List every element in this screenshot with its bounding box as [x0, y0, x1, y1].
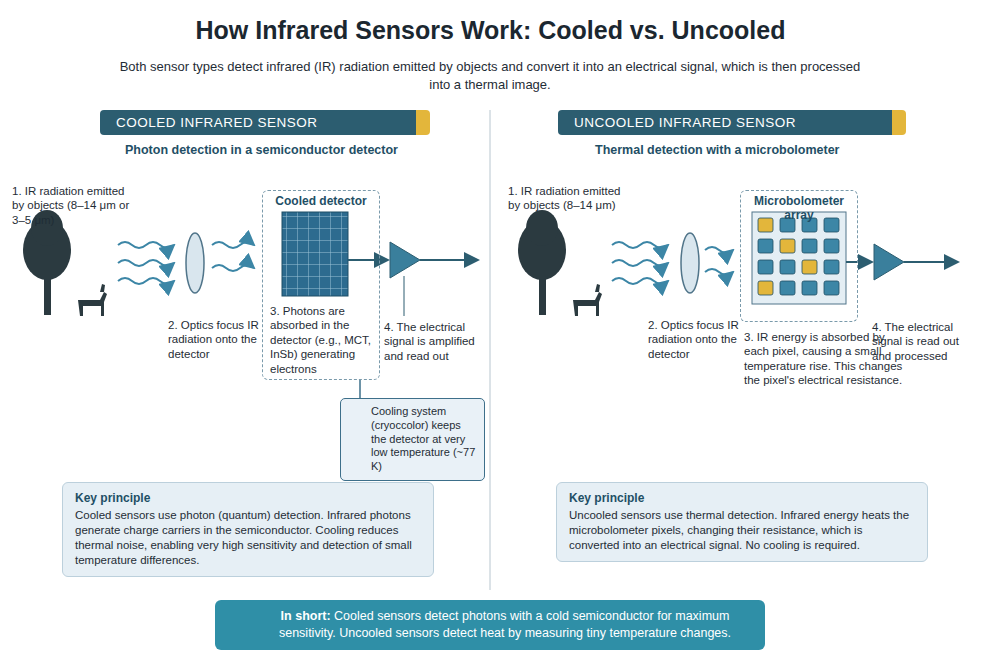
node-body: Uncooled sensors use thermal detection. …	[569, 508, 915, 553]
cooling-box: Cooling system (cryoccolor) keeps the de…	[340, 398, 485, 481]
node-heading: Key principle	[569, 491, 915, 505]
step-label: 1. IR radiation emitted by objects (8–14…	[508, 184, 626, 213]
principle-box: Key principleUncooled sensors use therma…	[556, 482, 928, 562]
step-label: 2. Optics focus IR radiation onto the de…	[168, 318, 260, 361]
step-label: 4. The electrical signal is amplified an…	[384, 320, 484, 363]
node-body: Cooled sensors use photon (quantum) dete…	[75, 508, 421, 568]
connector	[360, 380, 361, 398]
array-box: Microbolometer array	[740, 190, 858, 322]
section-subtitle: Photon detection in a semiconductor dete…	[125, 143, 465, 159]
uncooled-scene	[518, 210, 958, 316]
section-header: UNCOOLED INFRARED SENSOR	[558, 110, 906, 135]
node-heading: COOLED INFRARED SENSOR	[116, 115, 390, 130]
summary-text: Cooled sensors detect photons with a col…	[279, 609, 731, 640]
node-heading: Cooled detector	[267, 194, 375, 208]
step-label: 1. IR radiation emitted by objects (8–14…	[12, 184, 130, 227]
cooled-scene	[23, 210, 478, 316]
divider	[490, 110, 491, 590]
section-header: COOLED INFRARED SENSOR	[100, 110, 430, 135]
step-label: 3. Photons are absorbed in the detector …	[270, 304, 376, 376]
node-heading: Cooling system (cryoccolor) keeps the de…	[371, 405, 476, 474]
principle-box: Key principleCooled sensors use photon (…	[62, 482, 434, 577]
summary-lead: In short:	[281, 609, 331, 623]
detector-box: Cooled detector	[262, 190, 380, 380]
step-label: 2. Optics focus IR radiation onto the de…	[648, 318, 740, 361]
diagram-title: How Infrared Sensors Work: Cooled vs. Un…	[0, 16, 981, 45]
step-label: 4. The electrical signal is read out and…	[872, 320, 976, 363]
node-heading: Key principle	[75, 491, 421, 505]
section-subtitle: Thermal detection with a microbolometer	[595, 143, 935, 159]
summary-box: In short: Cooled sensors detect photons …	[215, 600, 765, 650]
subtitle: Both sensor types detect infrared (IR) r…	[110, 58, 870, 93]
node-heading: Microbolometer array	[745, 194, 853, 222]
node-heading: UNCOOLED INFRARED SENSOR	[574, 115, 866, 130]
